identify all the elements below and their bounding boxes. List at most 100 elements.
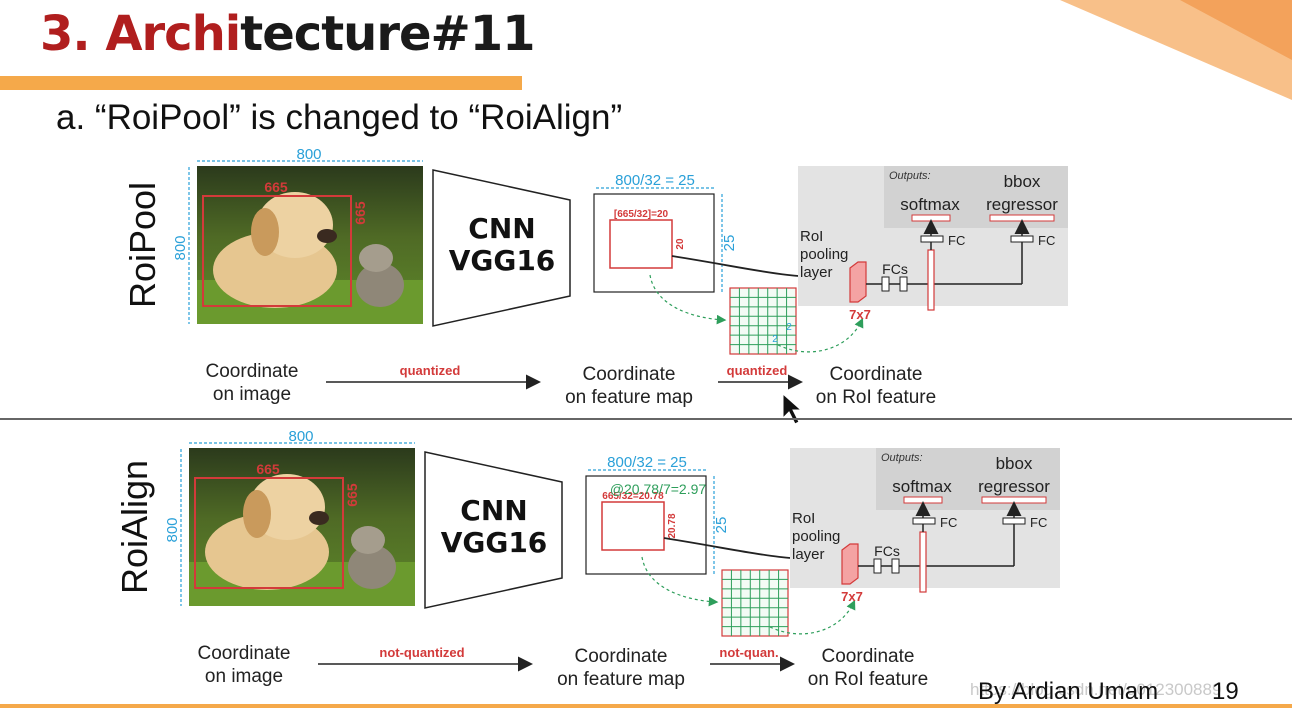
fc-softmax-box	[912, 517, 936, 525]
image-height-label: 800	[164, 517, 181, 542]
cnn-label-line1: CNN	[468, 212, 535, 245]
roi-box	[202, 195, 352, 307]
softmax-output-bar	[911, 214, 951, 222]
softmax-label: softmax	[892, 477, 952, 496]
feature-map	[593, 193, 715, 293]
feature-size-label: 800/32 = 25	[607, 454, 687, 471]
flow-arrow1-label: not-quantized	[379, 645, 464, 660]
grid-arrow-out	[769, 599, 856, 635]
regressor-label: regressor	[986, 195, 1058, 214]
fc-box	[891, 558, 900, 574]
fc-box	[899, 276, 908, 292]
feature-roi-side-label: 20	[675, 238, 686, 250]
grid-cell-note: @20.78/7=2.97	[610, 481, 707, 497]
puppy-ear	[251, 208, 279, 256]
pool-size-label: 7x7	[849, 307, 871, 322]
cnn-label-line1: CNN	[460, 494, 527, 527]
input-photo	[189, 448, 415, 606]
softmax-label: softmax	[900, 195, 960, 214]
roi-width-label: 665	[256, 461, 280, 477]
page-number: 19	[1212, 678, 1239, 705]
bbox-label: bbox	[996, 454, 1033, 473]
panel-divider	[0, 418, 1292, 420]
pooled-feature-block	[849, 261, 867, 303]
puppy-nose	[309, 511, 329, 525]
kitten-body	[356, 263, 404, 307]
feature-side-label: 25	[721, 235, 738, 252]
flow-step1-line1: Coordinate	[198, 643, 291, 664]
pool-size-label: 7x7	[841, 589, 863, 604]
feature-roi-label: 665/32=20.78	[602, 491, 664, 502]
bottom-bar	[0, 704, 1292, 708]
outputs-label: Outputs:	[889, 170, 931, 182]
cnn-block	[432, 169, 571, 327]
feature-side-label: 25	[713, 517, 730, 534]
roi-pooling-label-line: RoI	[792, 510, 815, 527]
image-height-label: 800	[172, 235, 189, 260]
flow-step3-line2: on RoI feature	[808, 669, 928, 690]
side-label: RoiAlign	[114, 460, 155, 594]
fc-softmax-label: FC	[948, 233, 965, 248]
regressor-label: regressor	[978, 477, 1050, 496]
grid-arrow-in	[641, 556, 719, 607]
feature-map	[585, 475, 707, 575]
roi-pooling-label-line: layer	[792, 546, 825, 563]
flow-step3-line1: Coordinate	[822, 646, 915, 667]
title-rest-text: tecture#11	[240, 6, 535, 62]
feature-size-label: 800/32 = 25	[615, 172, 695, 189]
image-width-label: 800	[288, 428, 313, 445]
bbox-output-bar	[981, 496, 1047, 504]
input-photo	[197, 166, 423, 324]
flow-step3-line1: Coordinate	[830, 364, 923, 385]
flow-step1-line2: on image	[213, 384, 291, 405]
slide-title: 3. Architecture#11	[40, 6, 536, 62]
flow-step2-line1: Coordinate	[583, 364, 676, 385]
puppy-nose	[317, 229, 337, 243]
footer-author: By Ardian Umam	[978, 678, 1159, 705]
fc-box	[873, 558, 882, 574]
grid-arrow-in	[649, 274, 727, 325]
roi-pooling-label-line: RoI	[800, 228, 823, 245]
roi-height-label: 665	[344, 483, 360, 507]
fc-bbox-box	[1002, 517, 1026, 525]
roi-height-label: 665	[352, 201, 368, 225]
grid-arrow-out	[777, 317, 864, 353]
flow-step1-line2: on image	[205, 666, 283, 687]
pooling-grid	[721, 569, 789, 637]
fc-softmax-box	[920, 235, 944, 243]
side-label: RoiPool	[122, 182, 163, 308]
roi-width-label: 665	[264, 179, 288, 195]
grid-cell-width-note: 2	[772, 334, 778, 345]
cnn-block	[424, 451, 563, 609]
flow-step2-line2: on feature map	[557, 669, 685, 690]
pooled-feature-block	[841, 543, 859, 585]
mouse-cursor-icon	[782, 392, 803, 425]
roi-pooling-label-line: layer	[800, 264, 833, 281]
puppy-ear	[243, 490, 271, 538]
fcs-label: FCs	[874, 543, 900, 559]
flow-arrow2-label: not-quan.	[719, 645, 778, 660]
flow-step2-line2: on feature map	[565, 387, 693, 408]
fc-bbox-label: FC	[1038, 233, 1055, 248]
cnn-label-line2: VGG16	[449, 244, 556, 277]
outputs-label: Outputs:	[881, 452, 923, 464]
roi-box	[194, 477, 344, 589]
title-underline-bar	[0, 76, 522, 90]
softmax-output-bar	[903, 496, 943, 504]
feature-vector-bar	[919, 531, 927, 593]
corner-decoration	[1060, 0, 1292, 100]
flow-step2-line1: Coordinate	[575, 646, 668, 667]
feature-roi-box	[601, 501, 665, 551]
feature-roi-label: [665/32]=20	[614, 209, 669, 220]
kitten-head	[351, 526, 385, 554]
feature-roi-side-label: 20.78	[667, 513, 678, 538]
fc-softmax-label: FC	[940, 515, 957, 530]
flow-step1-line1: Coordinate	[206, 361, 299, 382]
flow-arrow1-label: quantized	[400, 363, 461, 378]
flow-arrow2-label: quantized	[727, 363, 788, 378]
kitten-head	[359, 244, 393, 272]
image-width-label: 800	[296, 146, 321, 163]
kitten-body	[348, 545, 396, 589]
